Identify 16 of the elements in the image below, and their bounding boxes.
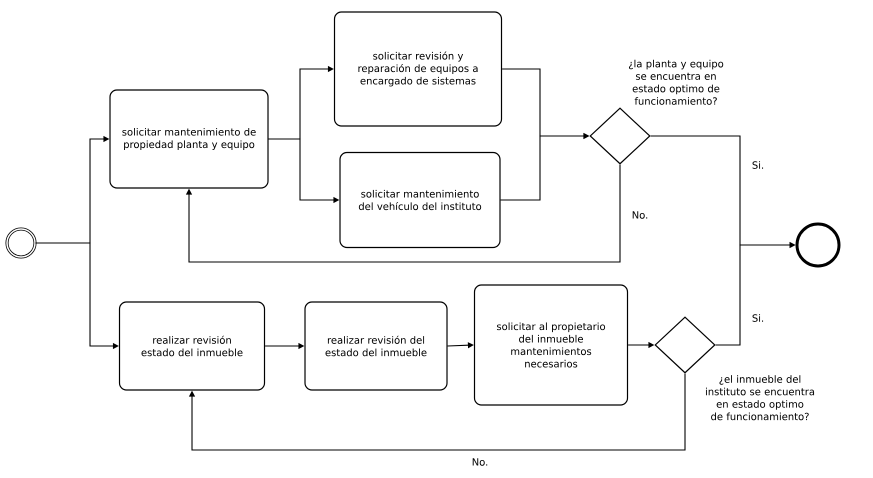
task-box: solicitar mantenimiento del vehículo del instituto — [339, 152, 501, 248]
end-event-circle — [796, 222, 840, 268]
edge-label: Si. — [750, 313, 766, 323]
task-box: solicitar revisión y reparación de equipos a encargado de sistemas — [334, 11, 502, 127]
edge-label: No. — [630, 210, 650, 220]
arrow — [188, 374, 686, 451]
edge-label: No. — [470, 457, 490, 467]
task-box: solicitar al propietario del inmueble mantenimientos necesarios — [474, 284, 628, 406]
task-box: solicitar mantenimiento de propiedad planta y equipo — [109, 89, 269, 189]
edge-label: Si. — [750, 160, 766, 170]
start-event-circle — [5, 227, 37, 259]
arrow — [186, 164, 621, 263]
task-box: realizar revisión del estado del inmueble — [304, 301, 448, 391]
question-label: ¿el inmueble del instituto se encuentra en estado optimo de funcionamiento? — [706, 375, 814, 420]
task-box: realizar revisión estado del inmueble — [118, 301, 266, 391]
question-label: ¿la planta y equipo se encuentra en estado optimo de funcionamiento? — [628, 60, 724, 105]
